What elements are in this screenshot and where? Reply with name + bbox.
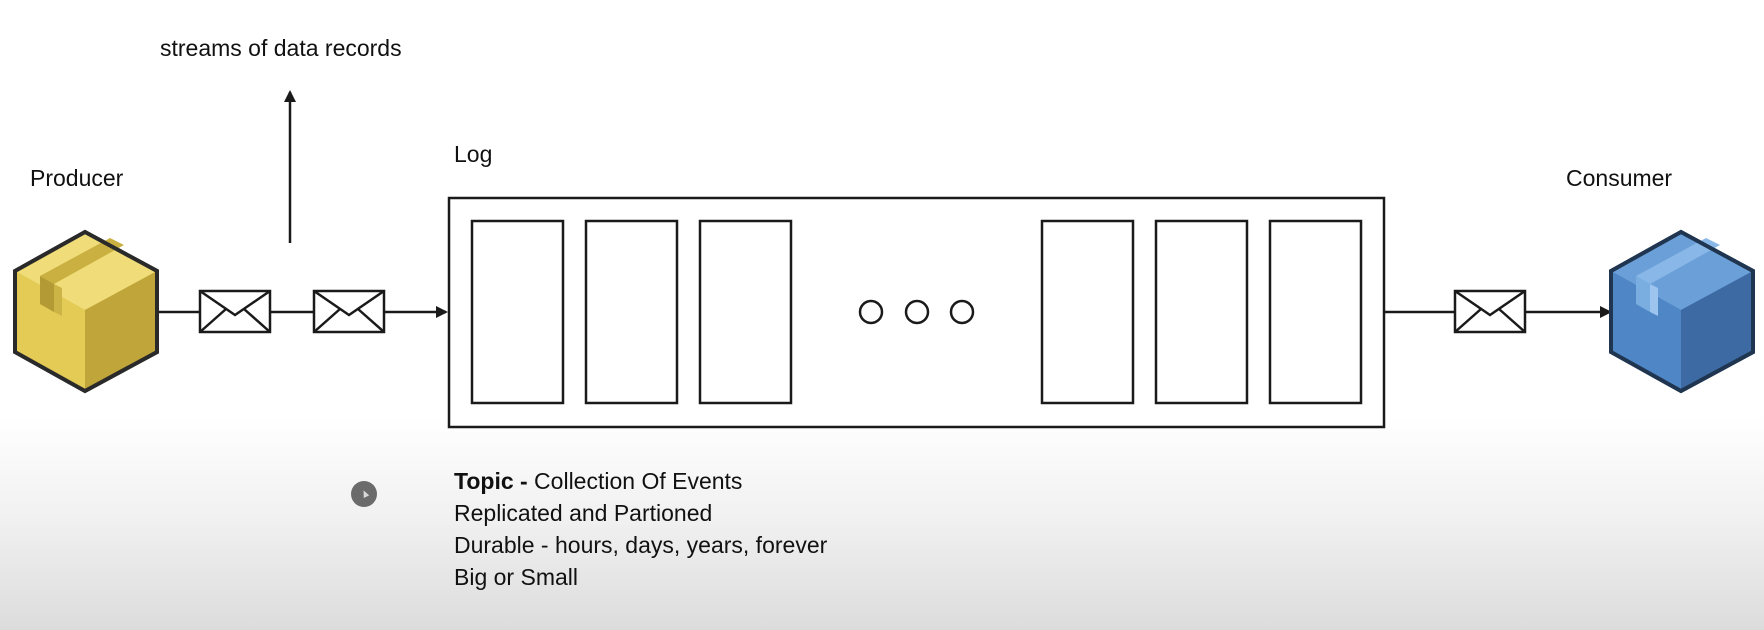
ellipsis-dot <box>949 299 975 325</box>
topic-title-desc: Collection Of Events <box>527 468 743 494</box>
log-segment <box>1040 219 1135 405</box>
producer-box-icon <box>13 229 159 394</box>
cursor-icon <box>351 481 377 507</box>
log-segment <box>470 219 565 405</box>
envelope-icon <box>312 289 386 334</box>
consumer-label: Consumer <box>1566 165 1673 191</box>
streams-label: streams of data records <box>160 35 402 61</box>
topic-title: Topic - <box>454 468 528 494</box>
topic-heading: Topic - Collection Of Events <box>454 465 827 497</box>
log-segment <box>584 219 679 405</box>
envelope-icon <box>1453 289 1527 334</box>
topic-line-durable: Durable - hours, days, years, forever <box>454 532 828 558</box>
ellipsis-dot <box>904 299 930 325</box>
envelope-icon <box>198 289 272 334</box>
topic-description: Topic - Collection Of Events Replicated … <box>454 465 827 593</box>
log-label: Log <box>454 141 493 167</box>
consumer-box-icon <box>1609 229 1755 394</box>
topic-line-size: Big or Small <box>454 564 578 590</box>
ellipsis-dot <box>858 299 884 325</box>
log-segment <box>698 219 793 405</box>
producer-label: Producer <box>30 165 124 191</box>
log-segment <box>1154 219 1249 405</box>
log-segment <box>1268 219 1363 405</box>
topic-line-replicated: Replicated and Partioned <box>454 500 713 526</box>
